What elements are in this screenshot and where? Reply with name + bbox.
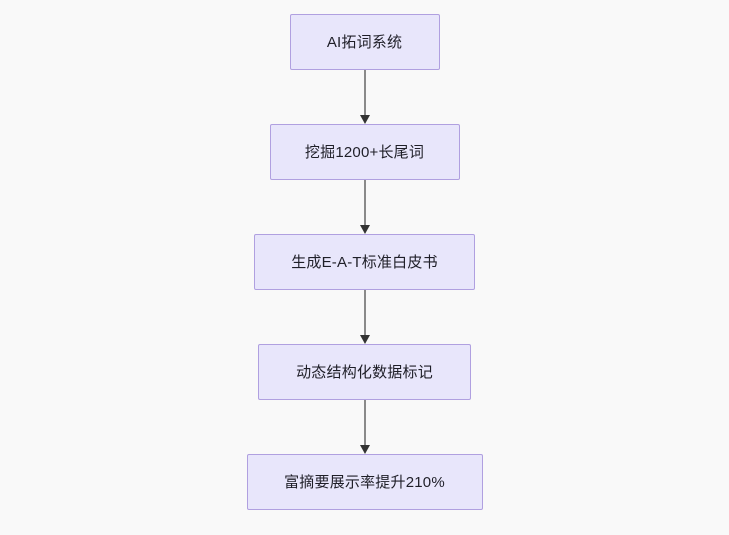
flow-connector-4-to-5 (359, 400, 371, 454)
flow-node-label: 挖掘1200+长尾词 (304, 143, 425, 161)
flow-node-generate-eat-whitepaper[interactable]: 生成E-A-T标准白皮书 (254, 234, 475, 290)
connector-line (363, 180, 366, 226)
flow-node-label: 富摘要展示率提升210% (284, 473, 445, 491)
flow-node-label: AI拓词系统 (326, 33, 403, 51)
arrow-down-icon (359, 115, 370, 124)
top-spacer (364, 0, 365, 14)
flow-node-ai-keyword-system[interactable]: AI拓词系统 (289, 14, 440, 70)
flow-node-rich-snippet-impression-lift[interactable]: 富摘要展示率提升210% (246, 454, 483, 510)
flow-connector-3-to-4 (359, 290, 371, 344)
connector-line (363, 290, 366, 336)
flow-node-dynamic-structured-data-markup[interactable]: 动态结构化数据标记 (258, 344, 471, 400)
flow-connector-2-to-3 (359, 180, 371, 234)
arrow-down-icon (359, 225, 370, 234)
flow-connector-1-to-2 (359, 70, 371, 124)
connector-line (363, 70, 366, 116)
flow-node-mine-longtail-keywords[interactable]: 挖掘1200+长尾词 (269, 124, 460, 180)
flow-node-label: 动态结构化数据标记 (296, 363, 433, 381)
arrow-down-icon (359, 445, 370, 454)
connector-line (363, 400, 366, 446)
flow-node-label: 生成E-A-T标准白皮书 (291, 253, 438, 271)
arrow-down-icon (359, 335, 370, 344)
